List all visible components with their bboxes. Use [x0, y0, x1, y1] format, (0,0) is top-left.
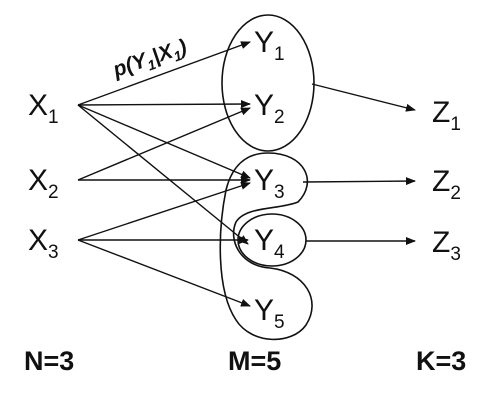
edge-x1-y2 — [77, 100, 251, 109]
edge-group1-z1 — [311, 83, 416, 112]
group-y1-y2-outline — [221, 14, 315, 152]
node-y4: Y4 — [254, 224, 285, 263]
edge-x1-y4 — [77, 104, 249, 245]
edge-x3-y3 — [77, 182, 251, 241]
edge-label-p-y1-x1: p(Y1|X1) — [109, 35, 191, 85]
node-z2: Z2 — [432, 165, 461, 204]
count-n: N=3 — [24, 346, 74, 376]
group-y3-y5-outline — [219, 152, 313, 341]
count-k: K=3 — [416, 346, 466, 376]
edge-x1-y1 — [77, 41, 251, 106]
node-y5: Y5 — [254, 294, 285, 333]
node-y3: Y3 — [254, 164, 285, 203]
edge-x3-y5 — [77, 239, 251, 307]
edge-x1-y3 — [77, 104, 251, 179]
node-y2: Y2 — [254, 89, 285, 128]
count-m: M=5 — [228, 346, 281, 376]
edge-group2-z2 — [302, 177, 416, 186]
node-y1: Y1 — [254, 26, 285, 65]
node-x1: X1 — [28, 89, 59, 128]
node-z3: Z3 — [432, 226, 461, 265]
node-z1: Z1 — [432, 96, 461, 135]
node-x3: X3 — [28, 224, 59, 263]
edge-x2-y2 — [77, 107, 251, 181]
node-x2: X2 — [28, 164, 59, 203]
